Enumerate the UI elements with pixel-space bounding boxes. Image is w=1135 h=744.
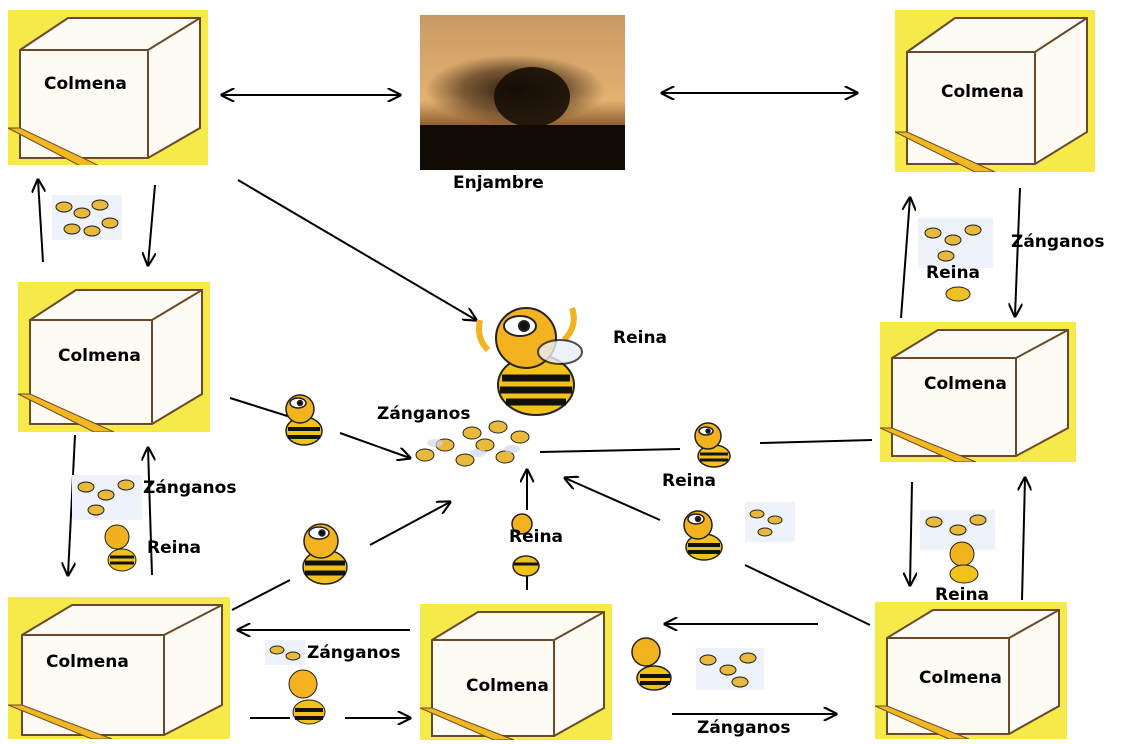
label-reina-mid-right: Reina	[662, 471, 717, 491]
hive-icon	[880, 329, 1069, 462]
bee-drones-icon	[631, 637, 764, 691]
arrow-right-down-1	[1015, 187, 1020, 316]
arrow-left-up-1	[38, 180, 43, 263]
hive-icon	[8, 604, 223, 739]
arrow-bottom-right-to-center	[565, 478, 871, 626]
arrow-left-up-2	[148, 448, 152, 576]
drones-queen-icon	[920, 510, 995, 584]
label-reina-bottom-mid: Reina	[509, 527, 564, 547]
hive-top-right: Colmena	[895, 10, 1095, 172]
hive-icon	[8, 17, 201, 165]
bee-icon	[511, 513, 540, 577]
hive-left-middle: Colmena	[18, 282, 210, 432]
bee-icon	[285, 394, 323, 446]
swarm-photo	[420, 15, 625, 170]
hive-label: Colmena	[46, 652, 129, 672]
hive-icon	[895, 17, 1088, 172]
arrow-left-down-2	[68, 434, 76, 575]
label-reina-top-right: Reina	[926, 263, 981, 283]
arrow-left-down-1	[148, 184, 155, 265]
arrow-hive-to-queen	[237, 179, 476, 320]
label-zanganos-bottom-left: Zánganos	[307, 643, 401, 663]
hive-icon	[420, 611, 605, 740]
drones-queen-left-icon	[72, 475, 142, 572]
hive-label: Colmena	[44, 74, 127, 94]
hive-bottom-right: Colmena	[875, 602, 1067, 739]
hive-label: Colmena	[941, 82, 1024, 102]
arrow-right-up-1	[900, 198, 910, 319]
label-zanganos-center: Zánganos	[377, 404, 471, 424]
arrow-right-down-2	[910, 481, 912, 585]
queen-bee-icon	[476, 307, 583, 416]
arrow-right-hive-to-center	[539, 439, 873, 453]
arrow-right-up-2	[1022, 478, 1025, 601]
hive-label: Colmena	[919, 668, 1002, 688]
label-zanganos-bottom-right: Zánganos	[697, 718, 791, 738]
drones-bee-icon	[265, 640, 326, 725]
bee-icon	[302, 523, 348, 585]
hive-right-middle: Colmena	[880, 322, 1076, 462]
label-zanganos-left: Zánganos	[143, 478, 237, 498]
arrow-bottom-left-to-center	[231, 502, 450, 611]
bee-icon	[694, 422, 731, 468]
drones-icon	[52, 195, 122, 240]
hive-label: Colmena	[466, 676, 549, 696]
drones-icon	[745, 502, 795, 542]
swarm-image	[420, 15, 625, 170]
label-reina-center: Reina	[613, 328, 668, 348]
hive-bottom-left: Colmena	[8, 597, 230, 739]
label-reina-left: Reina	[147, 538, 202, 558]
swarm-label: Enjambre	[453, 173, 544, 193]
drones-cluster-center	[415, 420, 530, 467]
drones-queen-icon	[918, 218, 993, 302]
label-reina-right: Reina	[935, 585, 990, 605]
label-zanganos-top-right: Zánganos	[1011, 232, 1105, 252]
hive-bottom-middle: Colmena	[420, 604, 612, 740]
hive-label: Colmena	[924, 374, 1007, 394]
bee-icon	[683, 510, 723, 561]
hive-icon	[875, 609, 1060, 739]
hive-top-left: Colmena	[8, 10, 208, 165]
hive-icon	[18, 289, 203, 432]
hive-label: Colmena	[58, 346, 141, 366]
